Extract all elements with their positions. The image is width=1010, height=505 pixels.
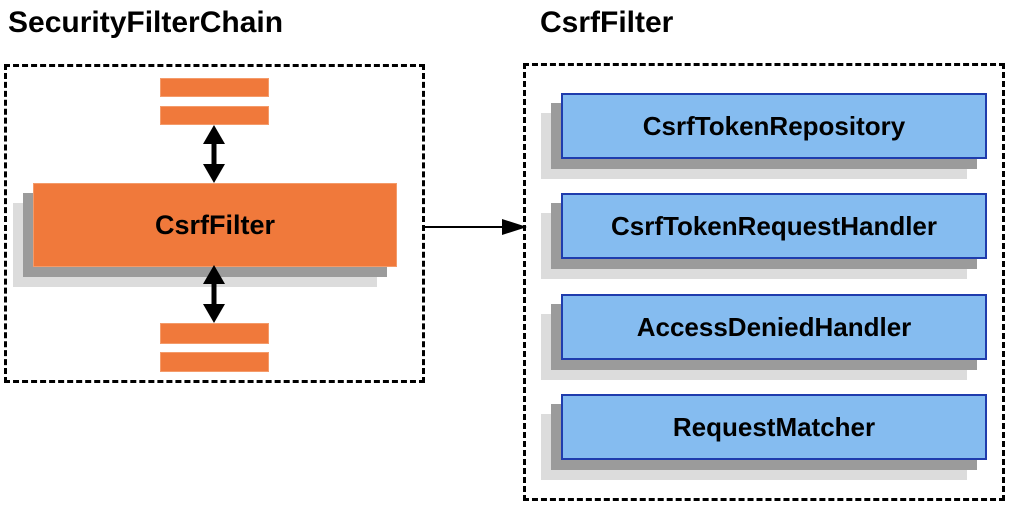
component-box-access-denied-handler: AccessDeniedHandler	[561, 294, 987, 360]
security-filter-chain-panel	[4, 64, 425, 383]
filter-placeholder-bar	[160, 106, 269, 125]
component-box-csrf-token-request-handler: CsrfTokenRequestHandler	[561, 193, 987, 259]
csrf-filter-box-label: CsrfFilter	[154, 209, 276, 240]
csrf-filter-box: CsrfFilter	[33, 183, 397, 267]
component-box-label: CsrfTokenRepository	[642, 110, 906, 141]
component-box-request-matcher: RequestMatcher	[561, 394, 987, 460]
filter-placeholder-bar	[160, 352, 269, 372]
security-filter-chain-title: SecurityFilterChain	[8, 6, 284, 39]
double-arrow-up-down-icon	[200, 125, 228, 183]
arrow-right-icon	[425, 217, 527, 237]
filter-placeholder-bar	[160, 78, 269, 97]
component-box-label: AccessDeniedHandler	[636, 311, 912, 342]
component-box-label: RequestMatcher	[672, 411, 876, 442]
csrf-filter-panel	[523, 63, 1005, 501]
filter-placeholder-bar	[160, 323, 269, 344]
double-arrow-up-down-icon	[200, 265, 228, 323]
csrf-filter-title: CsrfFilter	[540, 6, 674, 39]
component-box-label: CsrfTokenRequestHandler	[610, 210, 938, 241]
component-box-csrf-token-repository: CsrfTokenRepository	[561, 93, 987, 159]
